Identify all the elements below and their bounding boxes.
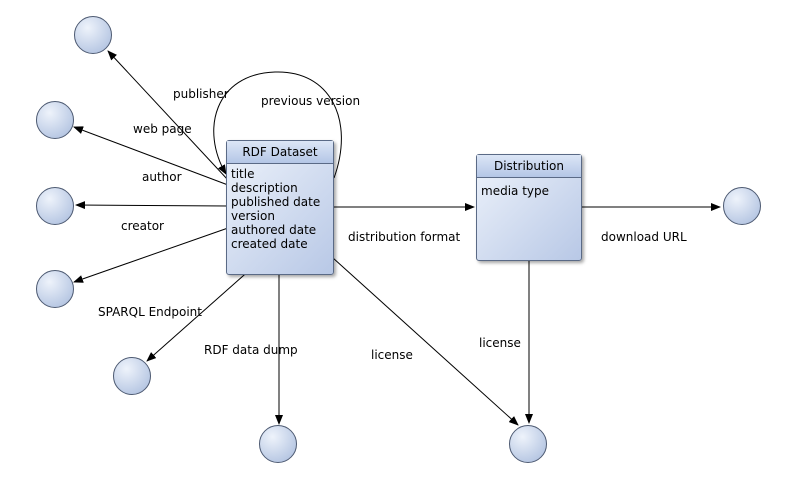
- edge-previous-version: [213, 71, 342, 179]
- web-page-node: [36, 101, 74, 139]
- property-authored-date: authored date: [231, 223, 317, 237]
- property-title: title: [231, 167, 255, 181]
- label-download-url: download URL: [601, 230, 687, 244]
- label-license-dataset: license: [371, 348, 413, 362]
- distribution-properties: media type: [477, 178, 581, 201]
- label-previous-version: previous version: [261, 94, 361, 108]
- rdf-dataset-title: RDF Dataset: [227, 141, 333, 164]
- label-license-distribution: license: [479, 336, 521, 350]
- publisher-node: [74, 16, 112, 54]
- label-publisher: publisher: [173, 87, 229, 101]
- rdf-data-dump-node: [259, 425, 297, 463]
- label-distribution-format: distribution format: [348, 230, 461, 244]
- rdf-dataset-properties: title description published date version…: [227, 164, 333, 254]
- sparql-endpoint-node: [113, 357, 151, 395]
- creator-node: [36, 270, 74, 308]
- rdf-dataset-node: RDF Dataset title description published …: [226, 140, 334, 275]
- property-created-date: created date: [231, 237, 308, 251]
- edge-creator: [73, 227, 229, 283]
- property-media-type: media type: [481, 184, 549, 198]
- download-url-node: [723, 187, 761, 225]
- edge-sparql-endpoint: [146, 267, 253, 362]
- property-published-date: published date: [231, 195, 321, 209]
- edge-author: [75, 201, 229, 210]
- distribution-node: Distribution media type: [476, 154, 582, 261]
- distribution-title: Distribution: [477, 155, 581, 178]
- label-sparql-endpoint: SPARQL Endpoint: [98, 305, 202, 319]
- label-author: author: [142, 170, 182, 184]
- edge-license-dataset: [332, 257, 519, 426]
- edge-web-page: [73, 126, 229, 186]
- property-description: description: [231, 181, 298, 195]
- label-rdf-data-dump: RDF data dump: [204, 343, 298, 357]
- property-version: version: [231, 209, 275, 223]
- label-web-page: web page: [133, 122, 192, 136]
- label-creator: creator: [121, 219, 164, 233]
- license-node: [509, 425, 547, 463]
- author-node: [36, 187, 74, 225]
- edge-publisher: [107, 50, 229, 181]
